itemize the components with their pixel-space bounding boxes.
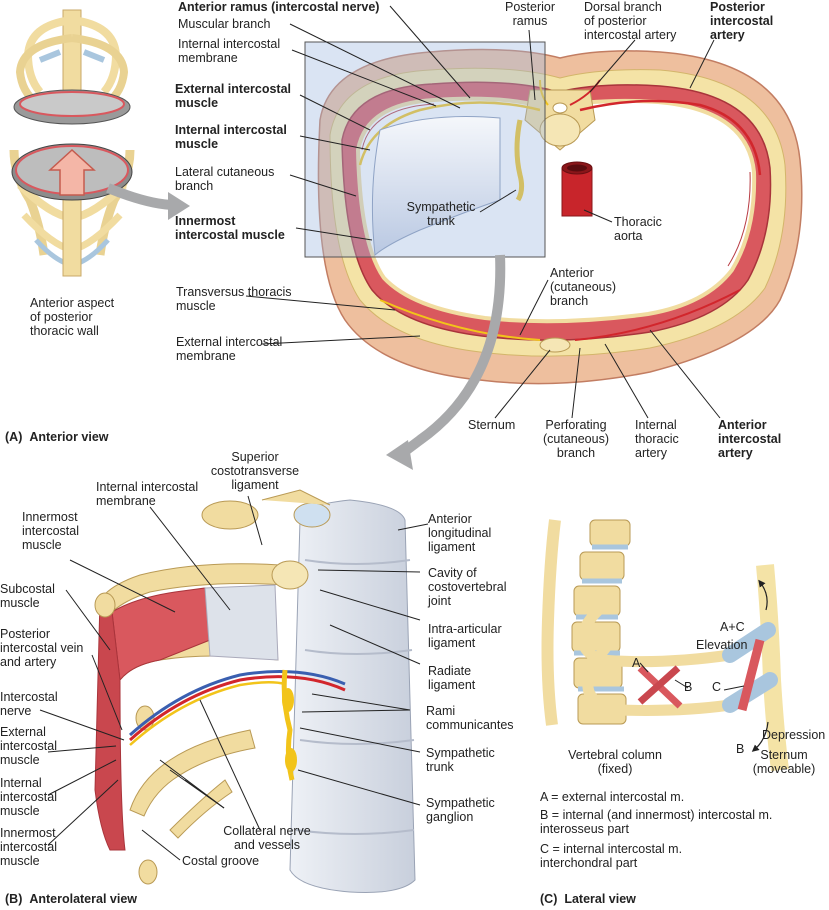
legend-line-a: A = external intercostal m.	[540, 790, 685, 804]
zoom-arrow	[397, 254, 506, 459]
label-external-intercostal-muscle: External intercostal muscle	[175, 82, 292, 110]
thoracic-cross-section	[304, 41, 803, 385]
leader-lines-a	[245, 5, 721, 419]
label-sternum-moveable: Sternum (moveable)	[752, 748, 816, 776]
label-external-intercostal-b: External intercostal muscle	[0, 725, 57, 767]
label-internal-intercostal-b: Internal intercostal muscle	[0, 776, 57, 818]
label-muscle-b: B	[684, 680, 693, 694]
label-anterior-ramus: Anterior ramus (intercostal nerve)	[178, 0, 380, 14]
internal-membrane	[204, 584, 279, 661]
label-innermost-intercostal-muscle: Innermost intercostal muscle	[175, 214, 285, 242]
label-lateral-cutaneous-branch: Lateral cutaneous branch	[175, 165, 275, 193]
label-a-plus-c: A+C	[720, 620, 745, 634]
label-intercostal-nerve: Intercostal nerve	[0, 690, 58, 718]
caption-panel-a: (A) Anterior view	[5, 430, 109, 444]
legend-line-c: C = internal intercostal m. interchondra…	[540, 842, 683, 870]
label-anterior-cutaneous-branch: Anterior (cutaneous) branch	[550, 266, 617, 308]
label-collateral-nerve-vessels: Collateral nerve and vessels	[223, 824, 311, 852]
lung-surface	[371, 116, 501, 256]
label-radiate-ligament: Radiate ligament	[428, 664, 476, 692]
vertebra	[524, 89, 596, 151]
rib-3	[129, 729, 256, 817]
label-posterior-intercostal-artery: Posterior intercostal artery	[710, 0, 774, 42]
label-internal-thoracic-artery: Internal thoracic artery	[635, 418, 679, 460]
anterolateral-view	[94, 489, 416, 893]
label-muscular-branch: Muscular branch	[178, 17, 271, 31]
inset-ribcage	[9, 9, 190, 277]
costal-cartilage-upper	[722, 622, 776, 663]
label-superior-costotransverse: Superior costotransverse ligament	[210, 450, 300, 492]
label-external-intercostal-membrane: External intercostal membrane	[176, 335, 283, 363]
label-intra-articular-ligament: Intra-articular ligament	[428, 622, 502, 650]
label-perforating-branch: Perforating (cutaneous) branch	[542, 418, 609, 460]
label-rami-communicantes: Rami communicantes	[426, 704, 514, 732]
sympathetic-trunk-cord	[514, 119, 525, 202]
label-innermost-intercostal-b2: Innermost intercostal muscle	[0, 826, 57, 868]
caption-b-title: Anterolateral view	[29, 892, 137, 906]
label-innermost-intercostal-b: Innermost intercostal muscle	[22, 510, 79, 552]
label-muscle-c: C	[712, 680, 722, 694]
label-posterior-ramus: Posterior ramus	[504, 0, 556, 28]
label-internal-intercostal-muscle: Internal intercostal muscle	[175, 123, 287, 151]
label-b-depression: B	[736, 742, 745, 756]
muscle-b	[637, 665, 681, 705]
label-sternum-a: Sternum	[468, 418, 516, 432]
caption-c-title: Lateral view	[564, 892, 636, 906]
label-inset-caption: Anterior aspect of posterior thoracic wa…	[30, 296, 115, 338]
subcostal-muscle	[94, 598, 126, 851]
leader-lines-b	[39, 495, 429, 861]
caption-c-letter: (C)	[540, 892, 558, 906]
label-depression: Depression	[762, 728, 826, 742]
intercostal-artery	[128, 675, 346, 742]
sternum-section	[539, 337, 571, 353]
intercostal-artery-path	[579, 99, 762, 176]
thoracic-aorta	[561, 161, 593, 217]
label-anterior-longitudinal-ligament: Anterior longitudinal ligament	[428, 512, 492, 554]
label-transversus-thoracis: Transversus thoracis muscle	[176, 285, 292, 313]
rib-lower-c	[582, 634, 736, 716]
label-muscle-a: A	[632, 656, 641, 670]
label-subcostal-muscle: Subcostal muscle	[0, 582, 55, 610]
label-costal-groove: Costal groove	[182, 854, 260, 868]
label-vertebral-column-fixed: Vertebral column (fixed)	[568, 748, 662, 776]
label-posterior-intercostal-vein-artery: Posterior intercostal vein and artery	[0, 627, 84, 669]
label-sympathetic-trunk-b: Sympathetic trunk	[426, 746, 495, 774]
intercostal-nerve-path	[358, 101, 541, 166]
intercostal-nerve-b	[129, 681, 286, 746]
lateral-view	[541, 519, 789, 772]
caption-panel-c: (C) Lateral view	[540, 892, 636, 906]
label-sympathetic-trunk-a: Sympathetic trunk	[406, 200, 476, 228]
label-internal-intercostal-membrane: Internal intercostal membrane	[178, 37, 281, 65]
caption-a-letter: (A)	[5, 430, 23, 444]
muscle-c	[737, 638, 765, 712]
caption-a-title: Anterior view	[29, 430, 109, 444]
label-dorsal-branch: Dorsal branch of posterior intercostal a…	[584, 0, 677, 42]
label-thoracic-aorta: Thoracic aorta	[614, 215, 662, 243]
label-internal-intercostal-membrane-b: Internal intercostal membrane	[96, 480, 199, 508]
legend-line-b: B = internal (and innermost) intercostal…	[540, 808, 773, 836]
caption-b-letter: (B)	[5, 892, 23, 906]
label-cavity-costovertebral-joint: Cavity of costovertebral joint	[428, 566, 507, 608]
label-anterior-intercostal-artery: Anterior intercostal artery	[718, 418, 782, 460]
label-elevation: Elevation	[696, 638, 748, 652]
label-sympathetic-ganglion: Sympathetic ganglion	[426, 796, 495, 824]
upper-ribcage	[15, 9, 129, 109]
caption-panel-b: (B) Anterolateral view	[5, 892, 137, 906]
intercostal-vein	[128, 670, 346, 737]
